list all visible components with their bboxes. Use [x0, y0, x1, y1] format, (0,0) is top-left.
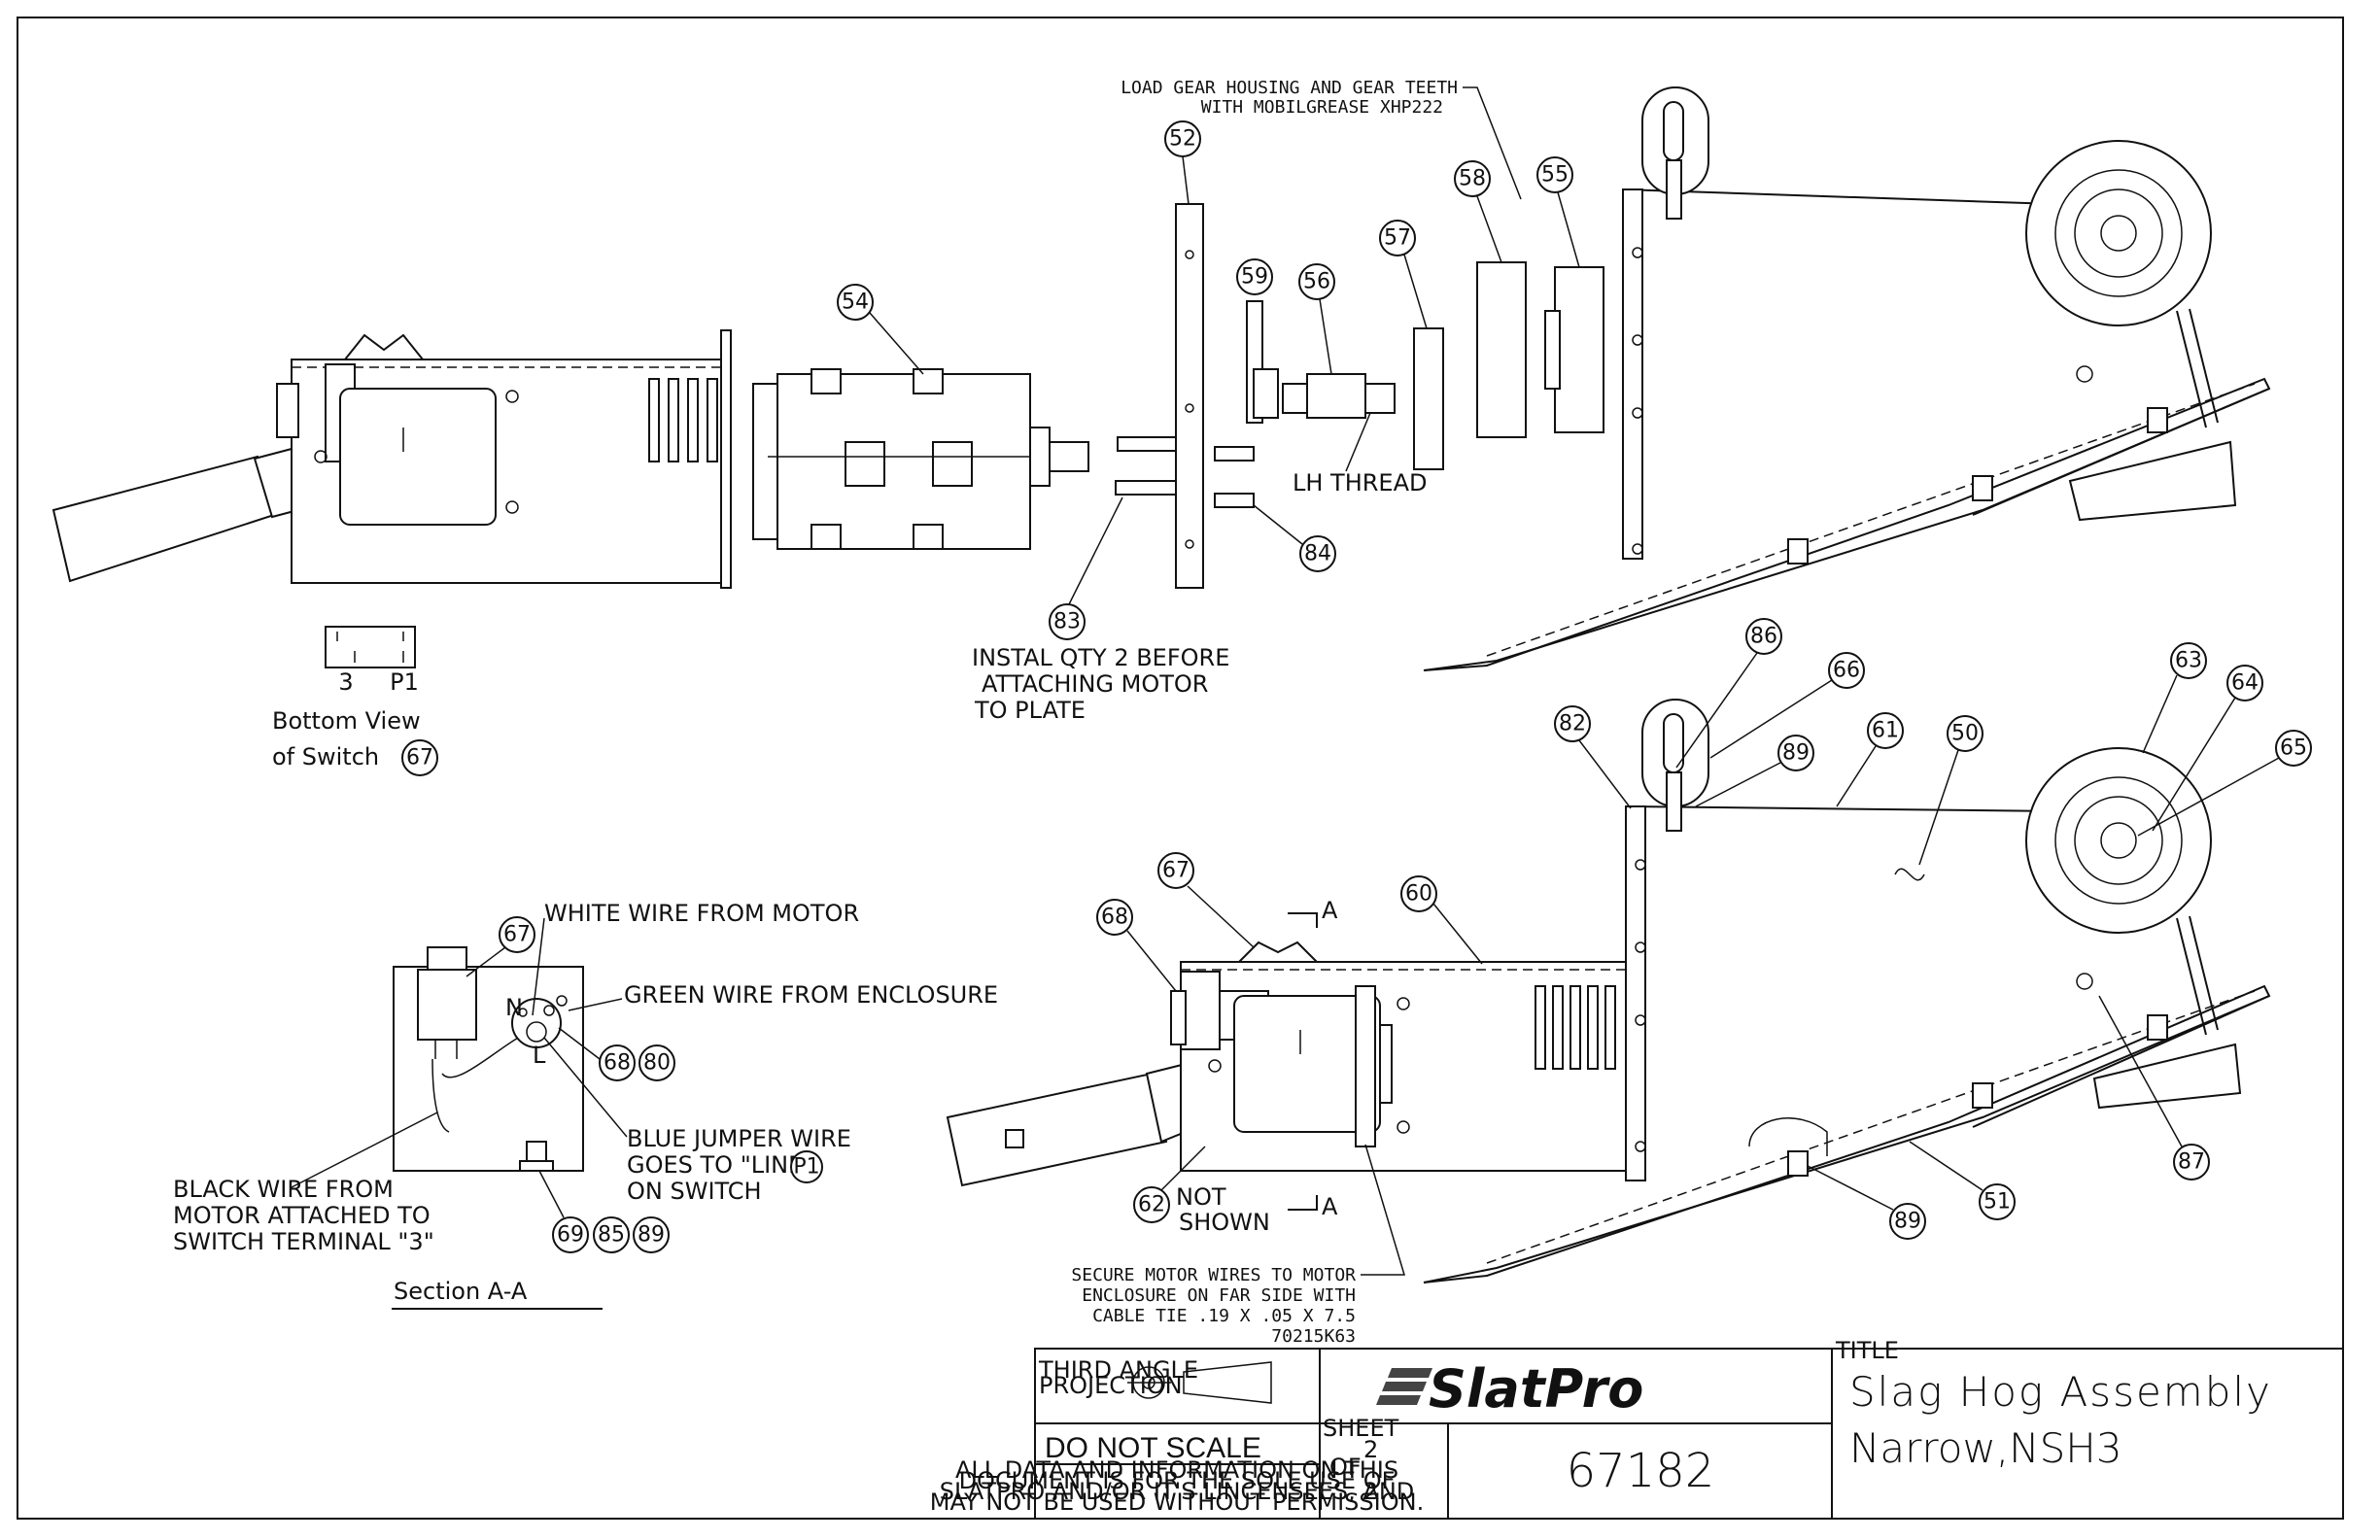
callout-68-main: 68 [1101, 906, 1128, 930]
callout-61: 61 [1872, 719, 1899, 743]
callout-67-section: 67 [503, 923, 531, 947]
callout-80: 80 [643, 1051, 671, 1076]
switch-terminal-p1: P1 [390, 668, 419, 696]
callout-67-main: 67 [1162, 859, 1190, 883]
callout-56: 56 [1303, 270, 1330, 294]
do-not-scale: DO NOT SCALE [1045, 1432, 1261, 1464]
drawing-title-1: Slag Hog Assembly [1849, 1368, 2272, 1416]
callout-66: 66 [1833, 659, 1860, 683]
callouts-top: 52 54 55 56 57 58 59 83 84 [837, 120, 1580, 640]
note-secure-2: ENCLOSURE ON FAR SIDE WITH [1082, 1285, 1356, 1306]
callout-63: 63 [2175, 649, 2202, 673]
slatpro-logo: SlatPro [1429, 1358, 1643, 1420]
bottom-view-title-2: of Switch [272, 743, 379, 770]
slatpro-logo-mark [1376, 1368, 1432, 1405]
callout-69: 69 [557, 1223, 584, 1248]
callout-62: 62 [1138, 1193, 1165, 1217]
of-label: OF [1329, 1454, 1362, 1481]
note-secure-3: CABLE TIE .19 X .05 X 7.5 [1092, 1306, 1356, 1326]
note-secure-4: 70215K63 [1271, 1326, 1356, 1347]
callouts-bottom: 86 66 82 89 61 50 63 64 65 60 67 68 62 8… [1096, 618, 2312, 1240]
note-lh-thread: LH THREAD [1293, 469, 1428, 496]
note-blue-jumper-1: BLUE JUMPER WIRE [627, 1125, 851, 1152]
section-a-a-drawing [393, 946, 584, 1172]
callout-p1: P1 [793, 1155, 819, 1180]
switch-terminal-3: 3 [338, 668, 353, 696]
disclaimer-2: DOCUMENT IS FOR THE SOLE USE OF [959, 1467, 1396, 1494]
callout-50: 50 [1951, 722, 1979, 746]
callout-82: 82 [1559, 712, 1586, 736]
callout-65: 65 [2280, 736, 2307, 761]
note-secure-1: SECURE MOTOR WIRES TO MOTOR [1071, 1265, 1356, 1285]
note-blue-jumper-3: ON SWITCH [627, 1178, 762, 1205]
section-marker-a-top: A [1322, 897, 1338, 924]
callout-89-section: 89 [638, 1223, 665, 1248]
callout-83: 83 [1053, 610, 1081, 634]
sheet-total: 2 [1363, 1478, 1378, 1505]
callout-89-bottom: 89 [1894, 1210, 1921, 1234]
callout-54: 54 [842, 291, 869, 315]
note-instal-3: TO PLATE [974, 697, 1086, 724]
callout-57: 57 [1384, 226, 1411, 251]
disclaimer-1: ALL DATA AND INFORMATION ON THIS [955, 1456, 1398, 1484]
callout-58: 58 [1459, 167, 1486, 191]
note-instal-2: ATTACHING MOTOR [982, 670, 1208, 698]
assembled-view [946, 699, 2271, 1283]
note-not-shown-1: NOT [1176, 1183, 1226, 1211]
callout-85: 85 [598, 1223, 625, 1248]
callout-64: 64 [2231, 671, 2259, 696]
sheet-number: 2 [1363, 1436, 1378, 1463]
note-load-gear-1: LOAD GEAR HOUSING AND GEAR TEETH [1121, 78, 1458, 98]
callout-60: 60 [1405, 882, 1432, 907]
switch-label-n: N [505, 994, 523, 1021]
callout-87: 87 [2178, 1150, 2205, 1175]
callout-51: 51 [1983, 1190, 2011, 1215]
projection-label-2: PROJECTION [1039, 1372, 1183, 1399]
switch-bottom-view [325, 626, 416, 668]
callout-89-top: 89 [1782, 741, 1810, 766]
disclaimer-4: MAY NOT BE USED WITHOUT PERMISSION. [930, 1489, 1424, 1516]
note-black-wire-1: BLACK WIRE FROM [173, 1176, 394, 1203]
drawing-title-2: Narrow,NSH3 [1849, 1424, 2122, 1472]
note-green-wire: GREEN WIRE FROM ENCLOSURE [624, 981, 998, 1009]
callout-84: 84 [1304, 542, 1331, 566]
disclaimer-3: SLATPRO AND/OR IT'S LINCENSEES, AND [940, 1478, 1415, 1505]
projection-label-1: THIRD ANGLE [1038, 1356, 1198, 1384]
callout-59: 59 [1241, 265, 1268, 290]
switch-label-l: L [533, 1042, 546, 1069]
note-instal-1: INSTAL QTY 2 BEFORE [972, 644, 1229, 671]
bottom-view-title-1: Bottom View [272, 707, 421, 735]
section-marker-a-bottom: A [1322, 1193, 1338, 1220]
note-blue-jumper-2: GOES TO "LINE" [627, 1151, 813, 1179]
title-block [1034, 1348, 2344, 1520]
exploded-motor-view [52, 86, 2271, 671]
sheet-label: SHEET [1323, 1415, 1399, 1442]
callout-67-bottom-view: 67 [406, 746, 433, 770]
note-load-gear-2: WITH MOBILGREASE XHP222 [1201, 97, 1443, 118]
callout-52: 52 [1169, 127, 1196, 152]
callout-68-section: 68 [604, 1051, 631, 1076]
note-white-wire: WHITE WIRE FROM MOTOR [544, 900, 859, 927]
note-black-wire-3: SWITCH TERMINAL "3" [173, 1228, 434, 1255]
note-black-wire-2: MOTOR ATTACHED TO [173, 1202, 431, 1229]
title-label: TITLE [1835, 1337, 1899, 1364]
callout-55: 55 [1541, 163, 1569, 188]
section-a-a-title: Section A-A [394, 1278, 528, 1305]
callout-86: 86 [1750, 625, 1777, 649]
note-not-shown-2: SHOWN [1179, 1209, 1270, 1236]
part-number: 67182 [1567, 1444, 1715, 1498]
